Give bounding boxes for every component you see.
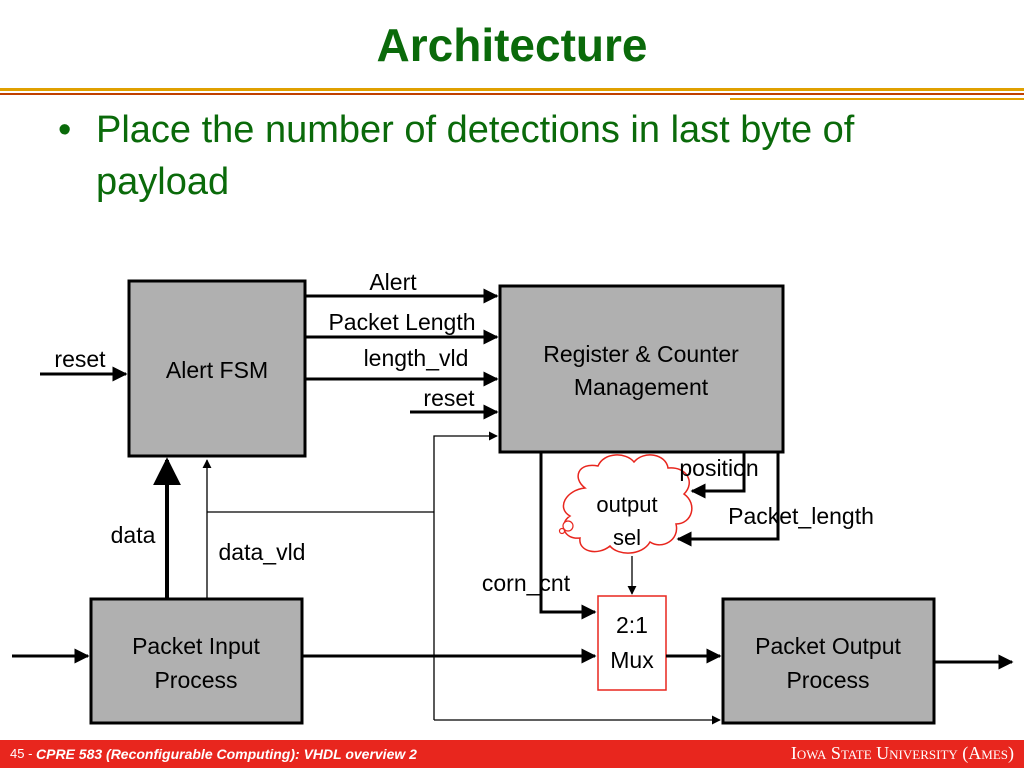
footer-slide-number: 45 - [10,746,33,761]
footer-university: Iowa State University (Ames) [790,743,1014,763]
architecture-diagram: Alert FSM Register & Counter Management … [12,269,1014,725]
title-rule-accent [730,98,1024,100]
cloud-label-line1: output [596,492,657,517]
footer-course: CPRE 583 (Reconfigurable Computing): VHD… [36,746,417,762]
packet-output-block [721,597,936,725]
corn-cnt-line [539,452,597,620]
packet-length-lower-label: Packet_length [728,503,874,529]
packet-input-label-line1: Packet Input [132,633,260,659]
cloud-tail-large [562,520,574,532]
reset-fsm-label: reset [54,346,106,372]
cloud-tail-small [558,527,566,535]
footer-bar: 45 - CPRE 583 (Reconfigurable Computing)… [0,740,1024,768]
register-counter-block [498,284,785,454]
bullet-marker: • [58,109,72,151]
position-line [690,452,746,499]
packet-input-block [89,597,304,725]
corn-cnt-label: corn_cnt [482,570,571,596]
packet-length-label: Packet Length [328,309,475,335]
mux-block [597,595,667,691]
mux-label-line2: Mux [610,647,654,673]
packet-output-label-line1: Packet Output [755,633,901,659]
alert-fsm-label: Alert FSM [166,357,268,383]
register-counter-label-line1: Register & Counter [543,341,739,367]
vld-to-register-line [433,431,498,720]
packet-output-label-line2: Process [786,667,869,693]
output-sel-cloud [562,454,693,554]
title-rule-top [0,88,1024,91]
cloud-label-line2: sel [613,525,641,550]
position-label: position [679,455,758,481]
reset-register-label: reset [423,385,475,411]
mux-label-line1: 2:1 [616,612,648,638]
title-rule-bottom [0,93,1024,95]
packet-input-label-line2: Process [154,667,237,693]
bullet-text: Place the number of detections in last b… [96,109,855,203]
length-vld-label: length_vld [364,345,469,371]
data-label: data [111,522,156,548]
slide-title: Architecture [376,19,648,71]
alert-label: Alert [369,269,417,295]
packet-length-line [676,452,780,547]
register-counter-label-line2: Management [574,374,709,400]
alert-fsm-block [127,279,307,458]
data-vld-label: data_vld [219,539,306,565]
